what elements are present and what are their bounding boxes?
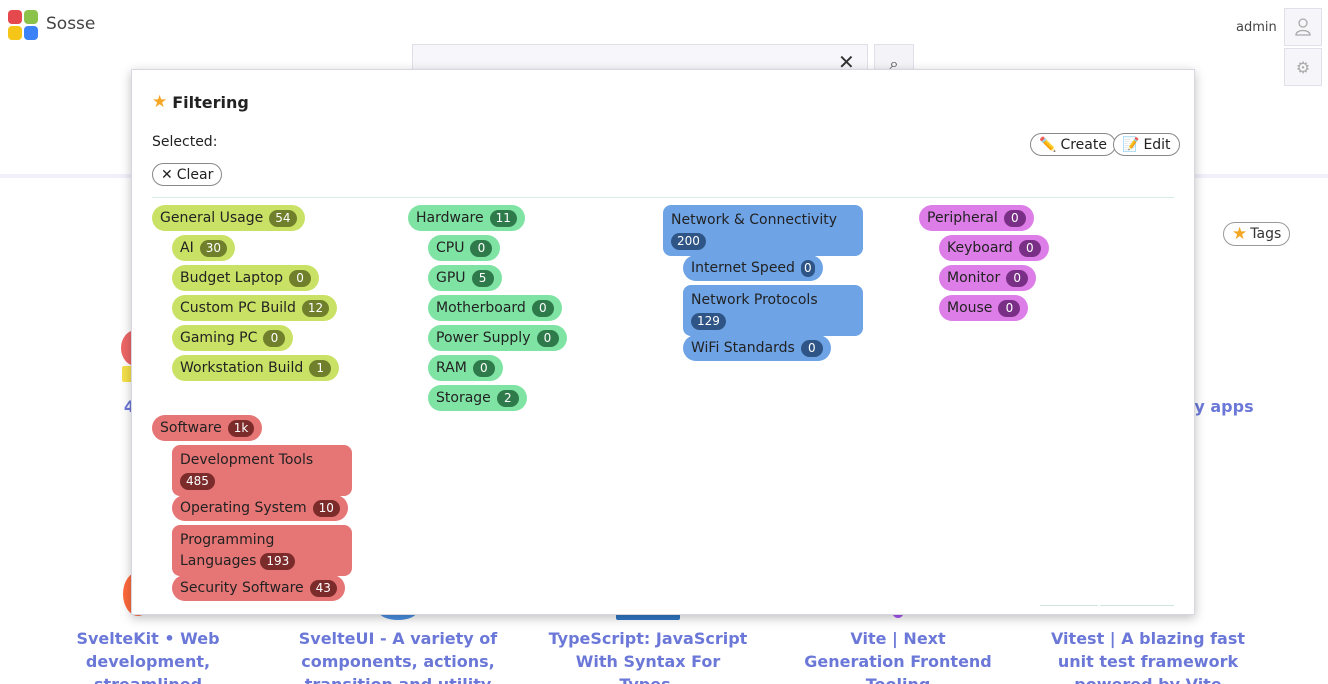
tag-count: 200 [671,233,706,250]
result-title[interactable]: Vitest | A blazing fast unit test framew… [1050,629,1246,684]
tag-count: 0 [289,269,312,287]
tag-count: 30 [199,239,227,257]
tags-label: Tags [1250,226,1282,242]
tag-count: 0 [536,329,559,347]
selected-label: Selected: [152,134,218,150]
tag-count: 54 [269,209,297,227]
tag-count: 0 [998,299,1021,317]
user-button[interactable] [1284,8,1322,46]
tag-count: 12 [301,299,330,317]
result-title[interactable]: SvelteKit • Web development, streamlined [76,629,220,684]
star-icon: ★ [1232,224,1248,244]
tag-count: 0 [1006,269,1029,287]
tag-count: 0 [1003,209,1026,227]
star-icon: ★ [152,92,168,112]
tag-count: 485 [180,473,215,490]
result-title[interactable]: Vite | Next Generation Frontend Tooling [804,629,992,684]
user-icon [1295,18,1311,36]
brand-name[interactable]: Sosse [46,14,96,34]
settings-button[interactable]: ⚙ [1284,48,1322,86]
tag-count: 0 [800,259,815,277]
edit-button[interactable]: 📝 Edit [1113,133,1180,156]
divider [1040,605,1098,606]
tag-count: 0 [1018,239,1041,257]
memo-icon: 📝 [1122,136,1140,153]
tag-count: 2 [496,389,519,407]
divider [152,197,1174,198]
tag-count: 0 [800,339,823,357]
search-icon: ⌕ [889,54,899,73]
tag-count: 10 [312,499,340,517]
tag-count: 0 [263,329,286,347]
create-button[interactable]: ✏️ Create [1030,133,1116,156]
gear-icon: ⚙ [1295,57,1311,77]
username[interactable]: admin [1236,20,1277,35]
tag-count: 1 [309,359,332,377]
tag-count: 0 [472,359,495,377]
divider [1100,605,1174,606]
result-title[interactable]: SvelteUI - A variety of components, acti… [298,629,498,684]
tag-count: 0 [470,239,493,257]
tag-count: 193 [260,553,296,570]
clear-button[interactable]: ✕ Clear [152,163,223,186]
sosse-logo-icon[interactable] [6,8,40,42]
tag-count: 1k [227,419,255,437]
tag-count: 11 [489,209,517,227]
tags-button[interactable]: ★ Tags [1223,222,1291,246]
close-icon[interactable]: ✕ [838,50,855,74]
tag-count: 5 [471,269,494,287]
tag-count: 0 [531,299,554,317]
panel-title: ★ Filtering [152,92,249,112]
pencil-icon: ✏️ [1039,136,1057,153]
tag-count: 43 [309,579,337,597]
close-icon: ✕ [161,166,173,183]
filtering-panel: ★ Filtering Selected: ✕ Clear ✏️ Create … [131,69,1195,615]
result-title[interactable]: TypeScript: JavaScript With Syntax For T… [548,629,748,684]
tag-count: 129 [691,313,726,330]
